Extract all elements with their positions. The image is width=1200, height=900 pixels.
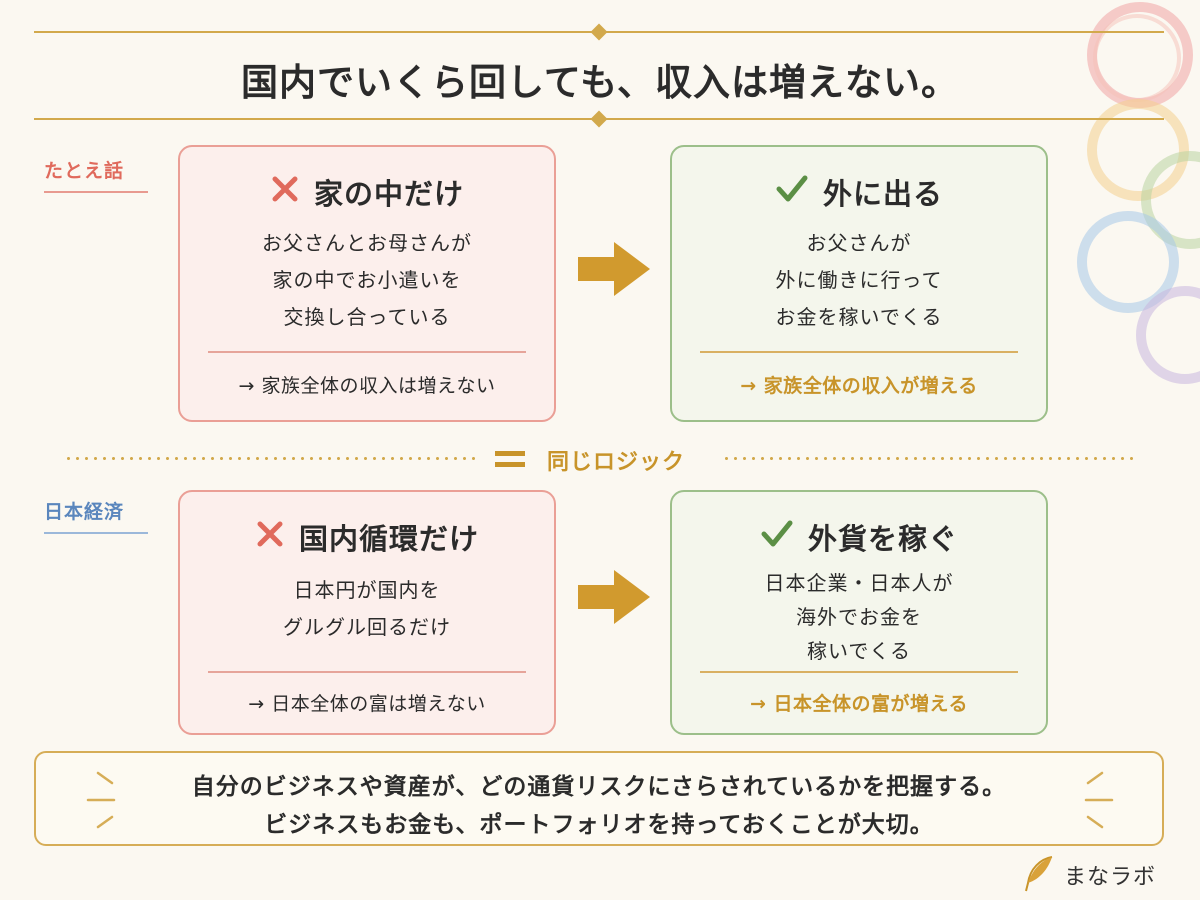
summary-line-1: 自分のビジネスや資産が、どの通貨リスクにさらされているかを把握する。 (191, 774, 1007, 800)
summary-box: 自分のビジネスや資産が、どの通貨リスクにさらされているかを把握する。 ビジネスも… (34, 751, 1164, 846)
equivalence-label: 同じロジック (495, 443, 710, 475)
card-line: グルグル回るだけ (283, 615, 451, 639)
sparkle-left-icon (86, 771, 116, 829)
card-heading-text: 外に出る (822, 177, 943, 211)
dotted-divider-left (64, 457, 480, 460)
card-heading-text: 家の中だけ (313, 177, 464, 211)
economy-negative-card: 国内循環だけ 日本円が国内を グルグル回るだけ → 日本全体の富は増えない (178, 490, 556, 735)
check-icon (760, 519, 794, 556)
section-label-analogy: たとえ話 (44, 156, 148, 193)
card-conclusion: → 家族全体の収入が増える (740, 375, 978, 397)
header-diamond-bottom (590, 110, 608, 128)
card-body: お父さんが 外に働きに行って お金を稼いでくる (672, 225, 1046, 336)
card-line: 家の中でお小遣いを (272, 268, 462, 292)
arrow-right-icon (578, 570, 650, 624)
card-divider (208, 671, 526, 673)
card-heading: 外に出る (672, 171, 1046, 213)
card-line: お父さんとお母さんが (262, 231, 472, 255)
cross-icon (255, 519, 285, 556)
page-title: 国内でいくら回しても、収入は増えない。 (241, 61, 959, 104)
analogy-positive-card: 外に出る お父さんが 外に働きに行って お金を稼いでくる → 家族全体の収入が増… (670, 145, 1048, 422)
section-label-economy: 日本経済 (44, 497, 148, 534)
card-divider (700, 671, 1018, 673)
decorative-rings (1077, 2, 1200, 384)
card-divider (700, 351, 1018, 353)
card-line: 交換し合っている (283, 305, 451, 329)
dotted-divider-right (722, 457, 1134, 460)
card-body: お父さんとお母さんが 家の中でお小遣いを 交換し合っている (180, 225, 554, 336)
card-heading-text: 外貨を稼ぐ (807, 522, 958, 556)
card-divider (208, 351, 526, 353)
card-line: 外に働きに行って (775, 268, 943, 292)
brand-name: まなラボ (1064, 865, 1157, 890)
header-diamond-top (590, 23, 608, 41)
feather-icon (1025, 856, 1053, 892)
card-heading: 家の中だけ (180, 171, 554, 213)
cross-icon (270, 174, 300, 211)
analogy-negative-card: 家の中だけ お父さんとお母さんが 家の中でお小遣いを 交換し合っている → 家族… (178, 145, 556, 422)
card-line: 日本企業・日本人が (764, 571, 954, 595)
card-heading: 外貨を稼ぐ (672, 516, 1046, 558)
card-conclusion: → 日本全体の富が増える (750, 693, 968, 715)
sparkle-right-icon (1084, 771, 1114, 829)
card-conclusion: → 日本全体の富は増えない (248, 693, 486, 715)
economy-positive-card: 外貨を稼ぐ 日本企業・日本人が 海外でお金を 稼いでくる → 日本全体の富が増え… (670, 490, 1048, 735)
card-line: 海外でお金を (796, 605, 922, 629)
card-body: 日本円が国内を グルグル回るだけ (180, 572, 554, 646)
card-heading: 国内循環だけ (180, 516, 554, 558)
card-line: 日本円が国内を (293, 578, 441, 602)
card-line: 稼いでくる (807, 639, 911, 663)
card-line: お金を稼いでくる (775, 305, 943, 329)
equivalence-text: 同じロジック (547, 450, 686, 475)
card-line: お父さんが (806, 231, 912, 255)
check-icon (775, 174, 809, 211)
card-heading-text: 国内循環だけ (298, 522, 479, 556)
summary-line-2: ビジネスもお金も、ポートフォリオを持っておくことが大切。 (264, 812, 934, 838)
arrow-right-icon (578, 242, 650, 296)
card-conclusion: → 家族全体の収入は増えない (238, 375, 496, 397)
card-body: 日本企業・日本人が 海外でお金を 稼いでくる (672, 566, 1046, 668)
